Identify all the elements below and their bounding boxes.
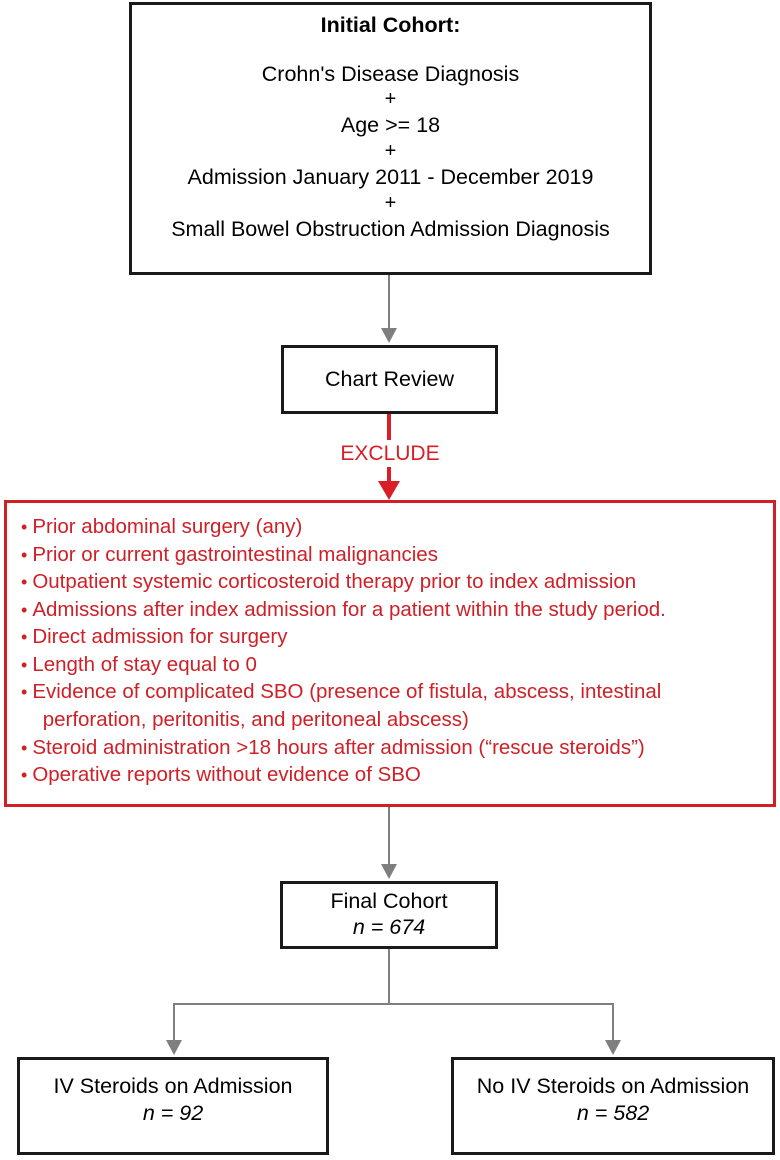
iv-steroids-label: IV Steroids on Admission — [53, 1074, 293, 1098]
branch-crossbar — [173, 1003, 614, 1005]
plus-separator-2: + — [384, 139, 397, 162]
final-cohort-label: Final Cohort — [330, 889, 448, 914]
final-cohort-count: n = 674 — [352, 915, 426, 939]
no-iv-steroids-label: No IV Steroids on Admission — [476, 1074, 750, 1098]
exclude-label: EXCLUDE — [0, 440, 780, 467]
exclusion-criteria-box: Prior abdominal surgery (any) Prior or c… — [4, 500, 776, 807]
final-cohort-box: Final Cohort n = 674 — [280, 881, 498, 949]
branch-right-drop — [612, 1003, 614, 1043]
chart-review-box: Chart Review — [281, 345, 498, 414]
list-item: Length of stay equal to 0 — [21, 651, 763, 679]
arrow-shaft — [388, 807, 390, 866]
list-item: Prior abdominal surgery (any) — [21, 513, 763, 541]
arrow-head-icon — [166, 1040, 182, 1055]
list-item: Admissions after index admission for a p… — [21, 596, 763, 624]
initial-cohort-box: Initial Cohort: Crohn's Disease Diagnosi… — [129, 2, 652, 275]
initial-cohort-title: Initial Cohort: — [320, 13, 461, 37]
list-item: Outpatient systemic corticosteroid thera… — [21, 568, 763, 596]
initial-cohort-criterion-2: Age >= 18 — [340, 113, 441, 138]
arrow-head-icon — [381, 328, 397, 343]
no-iv-steroids-box: No IV Steroids on Admission n = 582 — [451, 1057, 775, 1155]
list-item: Steroid administration >18 hours after a… — [21, 734, 763, 762]
initial-cohort-criterion-4: Small Bowel Obstruction Admission Diagno… — [171, 216, 610, 241]
plus-separator-3: + — [384, 191, 397, 214]
list-item: Prior or current gastrointestinal malign… — [21, 541, 763, 569]
arrow-head-icon — [605, 1040, 621, 1055]
plus-separator-1: + — [384, 88, 397, 111]
arrow-head-icon — [381, 864, 397, 879]
chart-review-label: Chart Review — [324, 367, 455, 391]
initial-cohort-criterion-1: Crohn's Disease Diagnosis — [261, 61, 520, 86]
initial-cohort-criterion-3: Admission January 2011 - December 2019 — [187, 164, 594, 189]
branch-left-drop — [173, 1003, 175, 1043]
exclusion-criteria-list: Prior abdominal surgery (any) Prior or c… — [21, 513, 763, 789]
iv-steroids-count: n = 92 — [142, 1100, 204, 1125]
list-item: Operative reports without evidence of SB… — [21, 761, 763, 789]
arrow-shaft — [388, 275, 390, 330]
no-iv-steroids-count: n = 582 — [576, 1100, 650, 1125]
exclude-arrow-head-icon — [378, 481, 400, 500]
exclude-label-text: EXCLUDE — [334, 440, 446, 467]
list-item: Direct admission for surgery — [21, 623, 763, 651]
iv-steroids-box: IV Steroids on Admission n = 92 — [17, 1057, 329, 1155]
branch-stem — [388, 949, 390, 1004]
list-item: Evidence of complicated SBO (presence of… — [21, 678, 763, 733]
